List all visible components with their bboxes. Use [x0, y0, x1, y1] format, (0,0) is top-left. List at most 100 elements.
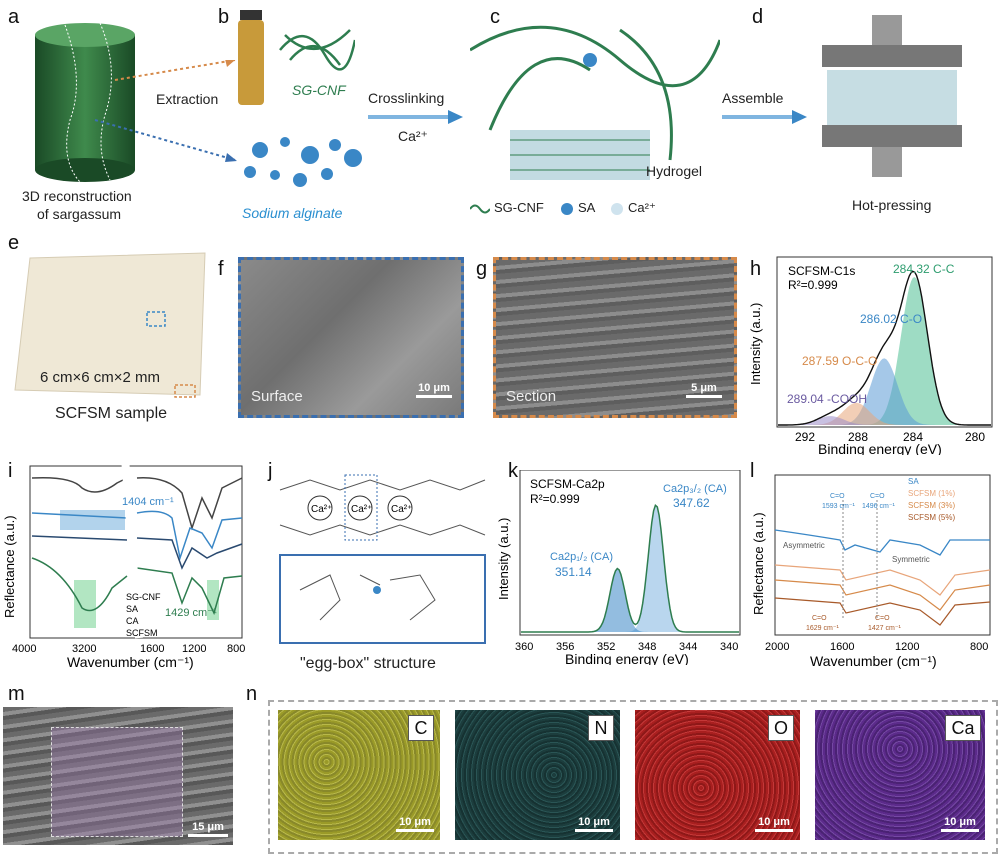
h-tick-292: 292 [795, 430, 815, 444]
alginate-spheres [244, 137, 362, 187]
k-peak2-name: Ca2p₁/₂ (CA) [550, 551, 613, 563]
k-ylabel: Intensity (a.u.) [496, 518, 511, 600]
panel-label-m: m [8, 683, 25, 705]
caption-3d-line2: of sargassum [37, 206, 122, 222]
oh-band-highlight [74, 580, 96, 628]
chart-frame [776, 256, 993, 428]
c1s-envelope [778, 270, 991, 426]
sa-band-highlight [60, 510, 125, 530]
k-peak2-val: 351.14 [555, 565, 592, 579]
eds-map-n: N 10 μm [455, 710, 620, 840]
l-co3: C=O [812, 615, 827, 622]
i-tick-1600: 1600 [140, 643, 164, 655]
cnf-vial-and-fibers [238, 10, 355, 105]
co-band-highlight [207, 580, 219, 620]
crosslinking-arrow [368, 110, 463, 124]
k-tick-352: 352 [597, 641, 615, 653]
legend-sa-icon [561, 203, 573, 215]
scfsm5-curve [774, 597, 991, 626]
ca2p-envelope [521, 504, 739, 633]
i-tick-800: 800 [227, 643, 245, 655]
surface-label: Surface [251, 388, 303, 405]
assemble-label: Assemble [722, 90, 784, 106]
panel-label-b: b [218, 6, 230, 28]
k-title: SCFSM-Ca2p [530, 477, 605, 491]
l-sym: Symmetric [892, 555, 930, 564]
l-tick-2000: 2000 [765, 641, 789, 653]
l-co2: C=O [870, 493, 885, 500]
panel-label-h: h [750, 258, 762, 280]
ca-ion-1: Ca²⁺ [311, 504, 332, 515]
eds-map-ca: Ca 10 μm [815, 710, 985, 840]
l-co1: C=O [830, 493, 845, 500]
i-tick-4000: 4000 [12, 643, 36, 655]
chart-frame [519, 470, 741, 636]
ftir-zoom-chart: SA SCFSM (1%) SCFSM (3%) SCFSM (5%) C=O … [751, 474, 991, 669]
assemble-arrow [722, 110, 807, 124]
panel-label-n: n [246, 683, 258, 705]
k-tick-348: 348 [638, 641, 656, 653]
m-scalebar: 15 μm [188, 821, 228, 837]
element-label-ca: Ca [945, 715, 981, 741]
ca-ion-3: Ca²⁺ [391, 504, 412, 515]
panel-label-k: k [508, 460, 518, 482]
panel-label-i: i [8, 460, 13, 482]
l-legend-sa: SA [908, 477, 919, 486]
i-legend-scfsm: SCFSM [126, 628, 158, 638]
element-label-n: N [588, 715, 614, 741]
panel-label-f: f [218, 258, 224, 280]
sg-cnf-curve-right [136, 477, 243, 531]
crosslinking-label: Crosslinking [368, 90, 445, 106]
k-r2: R²=0.999 [530, 492, 580, 506]
sg-cnf-curve-left [31, 476, 128, 493]
egg-box-diagram: Ca²⁺ Ca²⁺ Ca²⁺ [279, 474, 486, 644]
ca-ion-label: Ca²⁺ [398, 128, 428, 144]
panel-label-l: l [750, 460, 755, 482]
i-ylabel: Reflectance (a.u.) [2, 515, 17, 618]
sample-photo [14, 252, 206, 398]
caption-3d-line1: 3D reconstruction [22, 188, 132, 204]
ftir-chart: 1404 cm⁻¹ 1429 cm⁻¹ SG-CNF SA CA SCFSM R… [2, 458, 245, 670]
legend-ca-icon [611, 203, 623, 215]
panel-label-e: e [8, 232, 20, 254]
sem-mapping-region: 15 μm [3, 707, 233, 845]
l-xlabel: Wavenumber (cm⁻¹) [810, 653, 937, 669]
peak-c-o [778, 358, 991, 425]
sodium-alginate-label: Sodium alginate [242, 205, 343, 221]
ca-curve-left [31, 535, 128, 541]
k-tick-360: 360 [515, 641, 533, 653]
h-title: SCFSM-C1s [788, 264, 855, 278]
section-label: Section [506, 388, 557, 405]
surface-scalebar: 10 μm [416, 382, 452, 398]
k-xlabel: Binding energy (eV) [565, 651, 689, 665]
legend-sa-label: SA [578, 200, 596, 215]
panel-label-c: c [490, 6, 500, 28]
peak-ca2p1-2-ca- [521, 568, 739, 632]
sample-dims: 6 cm×6 cm×2 mm [40, 369, 161, 386]
l-tick-1200: 1200 [895, 641, 919, 653]
i-tick-3200: 3200 [72, 643, 96, 655]
i-legend-sgcnf: SG-CNF [126, 592, 161, 602]
panel-label-d: d [752, 6, 764, 28]
sa-curve-left [31, 512, 128, 519]
eds-map-o: O 10 μm [635, 710, 800, 840]
h-xlabel: Binding energy (eV) [818, 441, 942, 455]
k-tick-356: 356 [556, 641, 574, 653]
i-ann-1429: 1429 cm⁻¹ [165, 607, 217, 619]
l-tick-1600: 1600 [830, 641, 854, 653]
chart-frame [774, 474, 991, 636]
k-tick-344: 344 [679, 641, 697, 653]
h-tick-284: 284 [903, 430, 923, 444]
sa-curve [774, 529, 990, 556]
h-tick-280: 280 [965, 430, 985, 444]
section-scalebar: 5 μm [686, 382, 722, 398]
xps-c1s-chart: SCFSM-C1s R²=0.999 284.32 C-C 286.02 C-O… [750, 256, 993, 455]
i-legend-sa: SA [126, 604, 138, 614]
sa-curve-right [136, 510, 243, 561]
l-co4: C=O [875, 615, 890, 622]
h-peak-co: 286.02 C-O [860, 312, 922, 326]
panel-label-j: j [268, 460, 273, 482]
i-legend-ca: CA [126, 616, 139, 626]
egg-box-caption: "egg-box" structure [300, 655, 436, 672]
i-ann-1404: 1404 cm⁻¹ [122, 496, 174, 508]
